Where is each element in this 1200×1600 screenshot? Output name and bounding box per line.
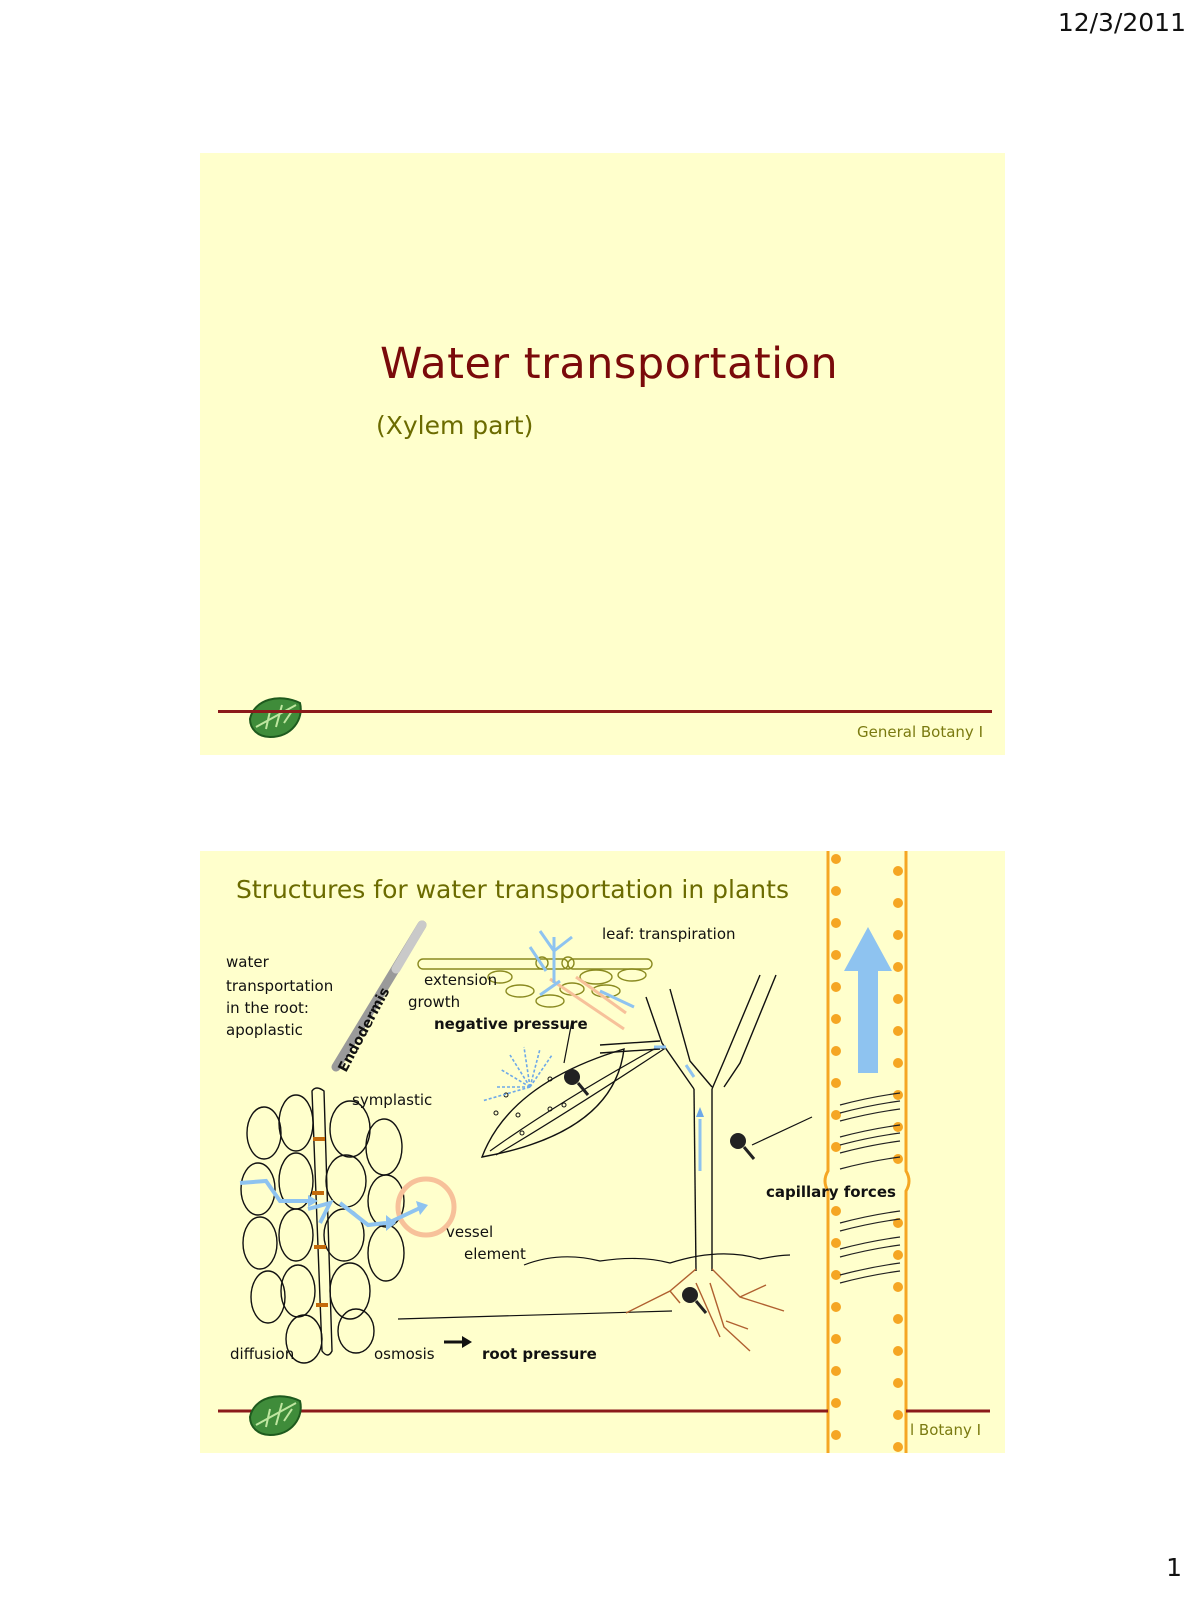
leaf-logo-icon (248, 697, 302, 739)
label-transportation: transportation (226, 977, 333, 995)
label-symplastic: symplastic (352, 1091, 432, 1109)
magnifier-icon (682, 1287, 708, 1314)
page-number: 1 (1166, 1553, 1182, 1582)
label-root-pressure: root pressure (482, 1345, 597, 1363)
label-capillary-forces: capillary forces (766, 1183, 896, 1201)
label-element: element (464, 1245, 526, 1263)
label-osmosis: osmosis (374, 1345, 435, 1363)
label-diffusion: diffusion (230, 1345, 294, 1363)
footer-divider (218, 710, 992, 713)
label-in-the-root: in the root: (226, 999, 309, 1017)
slide-subtitle: (Xylem part) (376, 411, 534, 440)
slide-1: Water transportation (Xylem part) Genera… (200, 153, 1005, 755)
label-growth: growth (408, 993, 460, 1011)
label-negative-pressure: negative pressure (434, 1015, 588, 1033)
magnifier-icon (564, 1069, 590, 1096)
slide-title: Water transportation (380, 339, 839, 389)
slide-footer: l Botany I (910, 1421, 981, 1439)
slide-2: Structures for water transportation in p… (200, 851, 1005, 1453)
plant-stem (599, 974, 777, 1272)
label-endodermis: Endodermis (335, 985, 393, 1075)
magnifier-icon (730, 1133, 756, 1160)
plant-roots (625, 1268, 785, 1352)
page-date: 12/3/2011 (1057, 8, 1186, 37)
xylem-tube (823, 851, 911, 1453)
label-water: water (226, 953, 270, 971)
slide-footer: General Botany I (857, 723, 983, 741)
label-extension: extension (424, 971, 497, 989)
label-vessel: vessel (446, 1223, 493, 1241)
label-leaf-transpiration: leaf: transpiration (602, 925, 736, 943)
slide-title: Structures for water transportation in p… (236, 875, 789, 904)
root-cells (240, 1087, 405, 1364)
water-transport-diagram: water transportation in the root: apopla… (218, 851, 990, 1453)
label-apoplastic: apoplastic (226, 1021, 303, 1039)
leaf-logo-icon (248, 1395, 302, 1437)
